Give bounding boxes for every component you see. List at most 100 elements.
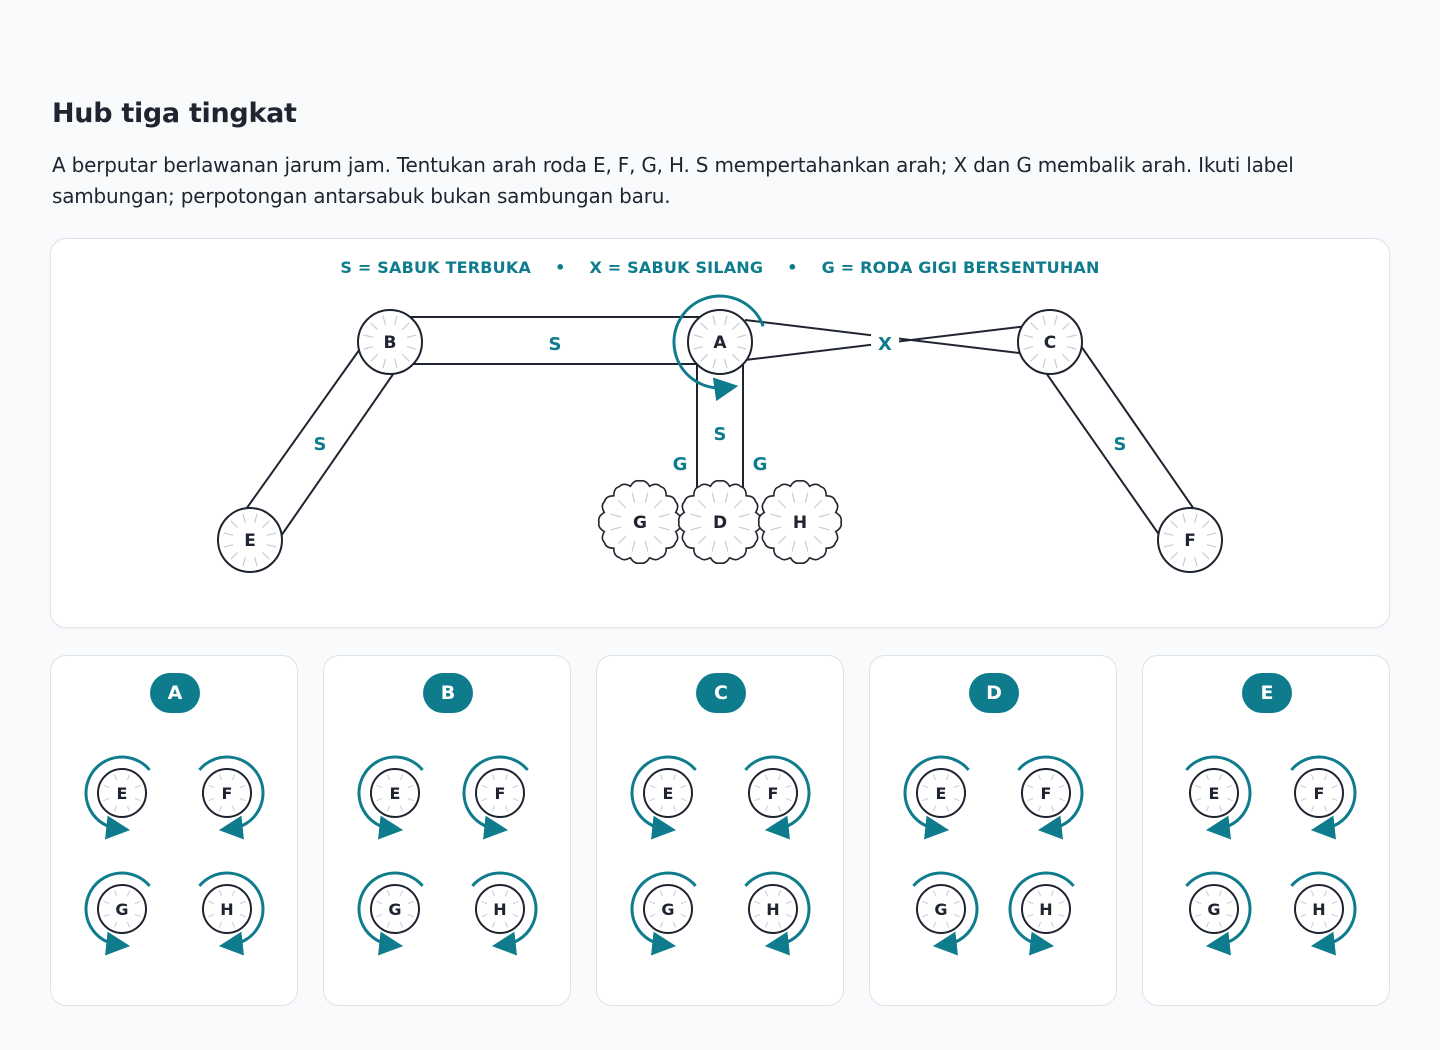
wheel-label-e: E	[244, 531, 256, 551]
mini-wheel-h: H	[1008, 871, 1075, 956]
mini-wheel-label: G	[934, 900, 947, 919]
mini-wheel-h: H	[744, 871, 811, 956]
rotation-arrow-ccw	[357, 871, 424, 956]
rotation-arrow-ccw	[84, 871, 151, 956]
wheel-label-a: A	[713, 333, 727, 353]
rotation-arrow-cw	[1185, 755, 1252, 840]
mini-wheel-f: F	[1290, 755, 1357, 840]
mini-wheel-e: E	[903, 755, 970, 840]
rotation-arrow-ccw	[630, 755, 697, 840]
mini-wheel-label: G	[115, 900, 128, 919]
wheel-e: E	[217, 507, 283, 573]
option-badge: D	[969, 673, 1019, 713]
mini-wheel-label: E	[117, 784, 128, 803]
gear-label-h: H	[793, 513, 807, 533]
mini-wheel-label: E	[663, 784, 674, 803]
option-card-b[interactable]: B E F G H	[323, 655, 571, 1006]
wheel-a: A	[687, 309, 753, 375]
mini-wheel-label: H	[493, 900, 506, 919]
mini-wheel-label: F	[1041, 784, 1052, 803]
mini-wheel-label: H	[220, 900, 233, 919]
mini-wheel-f: F	[462, 755, 529, 840]
connection-label-b-e: S	[314, 434, 327, 455]
option-badge: C	[696, 673, 746, 713]
option-badge: A	[150, 673, 200, 713]
rotation-arrow-ccw	[630, 871, 697, 956]
rotation-arrow-cw	[198, 871, 265, 956]
mini-wheel-e: E	[84, 755, 151, 840]
x-label-bg	[871, 330, 899, 354]
mini-wheel-label: E	[936, 784, 947, 803]
mini-wheel-g: G	[1185, 871, 1252, 956]
option-wheels: E F G H	[903, 755, 1084, 956]
rotation-arrow-ccw	[84, 755, 151, 840]
mini-wheel-e: E	[1185, 755, 1252, 840]
option-wheels: E F G H	[357, 755, 538, 956]
belt-c-f	[1080, 345, 1197, 513]
option-card-a[interactable]: A E F G H	[50, 655, 298, 1006]
belt-b-e	[280, 369, 397, 537]
rotation-arrow-cw	[1290, 755, 1357, 840]
mini-wheel-label: H	[1039, 900, 1052, 919]
rotation-arrow-ccw	[462, 755, 529, 840]
rotation-arrow-ccw	[903, 755, 970, 840]
legend: S = SABUK TERBUKA • X = SABUK SILANG • G = R…	[0, 258, 1440, 277]
mini-wheel-f: F	[198, 755, 265, 840]
mini-wheel-e: E	[630, 755, 697, 840]
mini-wheel-label: G	[1207, 900, 1220, 919]
option-card-d[interactable]: D E F G H	[869, 655, 1117, 1006]
connection-label-d-h: G	[753, 454, 768, 475]
mini-wheel-label: F	[222, 784, 233, 803]
rotation-arrow-cw	[744, 755, 811, 840]
wheel-c: C	[1017, 309, 1083, 375]
connection-label-a-d: S	[714, 424, 727, 445]
wheel-label-b: B	[384, 333, 397, 353]
rotation-arrow-a	[672, 294, 765, 402]
rotation-arrow-cw	[471, 871, 538, 956]
option-badge: B	[423, 673, 473, 713]
mini-wheel-g: G	[912, 871, 979, 956]
mini-wheel-h: H	[198, 871, 265, 956]
wheel-label-f: F	[1184, 531, 1196, 551]
rotation-arrow-ccw	[357, 755, 424, 840]
mini-wheel-label: F	[1314, 784, 1325, 803]
rotation-arrow-cw	[198, 755, 265, 840]
gear-d: D	[677, 479, 763, 565]
legend-separator: •	[787, 258, 798, 277]
mini-wheel-label: E	[390, 784, 401, 803]
option-badge: E	[1242, 673, 1292, 713]
rotation-arrow-cw	[1185, 871, 1252, 956]
mini-wheel-label: F	[495, 784, 506, 803]
mini-wheel-label: G	[388, 900, 401, 919]
wheel-b: B	[357, 309, 423, 375]
legend-open-belt: S = SABUK TERBUKA	[340, 258, 532, 277]
belt-c-f	[1043, 369, 1161, 537]
mini-wheel-f: F	[1017, 755, 1084, 840]
connection-label-d-g: G	[673, 454, 688, 475]
mini-wheel-g: G	[630, 871, 697, 956]
gear-h: H	[757, 479, 843, 565]
rotation-arrow-cw	[1290, 871, 1357, 956]
mini-wheel-e: E	[357, 755, 424, 840]
rotation-arrow-cw	[1017, 755, 1084, 840]
mini-wheel-g: G	[84, 871, 151, 956]
wheel-f: F	[1157, 507, 1223, 573]
connection-label-a-c: X	[878, 334, 892, 355]
mini-wheel-f: F	[744, 755, 811, 840]
legend-crossed-belt: X = SABUK SILANG	[589, 258, 764, 277]
instruction-text: A berputar berlawanan jarum jam. Tentuka…	[52, 153, 1294, 208]
mini-wheel-label: F	[768, 784, 779, 803]
gear-g: G	[597, 479, 683, 565]
page-title: Hub tiga tingkat	[52, 98, 297, 129]
wheel-label-c: C	[1044, 333, 1056, 353]
legend-separator: •	[555, 258, 566, 277]
belt-b-e	[243, 345, 363, 513]
mini-wheel-label: E	[1209, 784, 1220, 803]
gear-label-g: G	[633, 513, 647, 533]
legend-gears: G = RODA GIGI BERSENTUHAN	[821, 258, 1100, 277]
